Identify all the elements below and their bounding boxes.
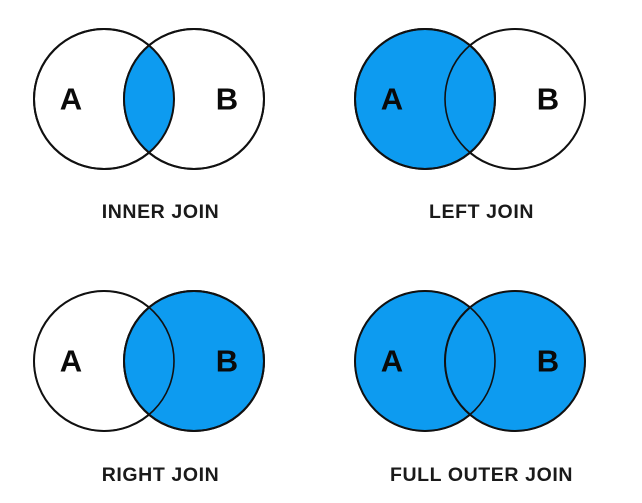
caption-right-join: RIGHT JOIN [101, 464, 220, 486]
circle-b-outline [122, 28, 265, 170]
set-label-b: B [215, 82, 237, 117]
panel-inner-join: A B INNER JOIN [0, 0, 321, 251]
venn-diagram-left-join: A B [352, 20, 612, 180]
circle-a-outline [353, 28, 496, 170]
venn-diagram-full-outer-join: A B [352, 282, 612, 442]
circle-a-outline [353, 290, 496, 432]
set-label-b: B [536, 82, 558, 117]
caption-inner-join: INNER JOIN [101, 201, 220, 223]
circle-b-outline [443, 290, 586, 432]
circle-b-outline [443, 28, 586, 170]
venn-diagram-inner-join: A B [31, 20, 291, 180]
circle-b-outline [122, 290, 265, 432]
circle-a-outline [32, 28, 175, 170]
caption-left-join: LEFT JOIN [428, 201, 535, 223]
circle-a-outline [32, 290, 175, 432]
venn-diagram-right-join: A B [31, 282, 291, 442]
set-label-a: A [59, 82, 81, 117]
panel-full-outer-join: A B FULL OUTER JOIN [321, 251, 642, 503]
set-label-b: B [215, 344, 237, 379]
set-label-b: B [536, 344, 558, 379]
intersection-lens [123, 29, 174, 169]
panel-left-join: A B LEFT JOIN [321, 0, 642, 251]
set-label-a: A [380, 344, 402, 379]
panel-right-join: A B RIGHT JOIN [0, 251, 321, 503]
set-label-a: A [380, 82, 402, 117]
caption-full-outer-join: FULL OUTER JOIN [389, 464, 574, 486]
set-label-a: A [59, 344, 81, 379]
